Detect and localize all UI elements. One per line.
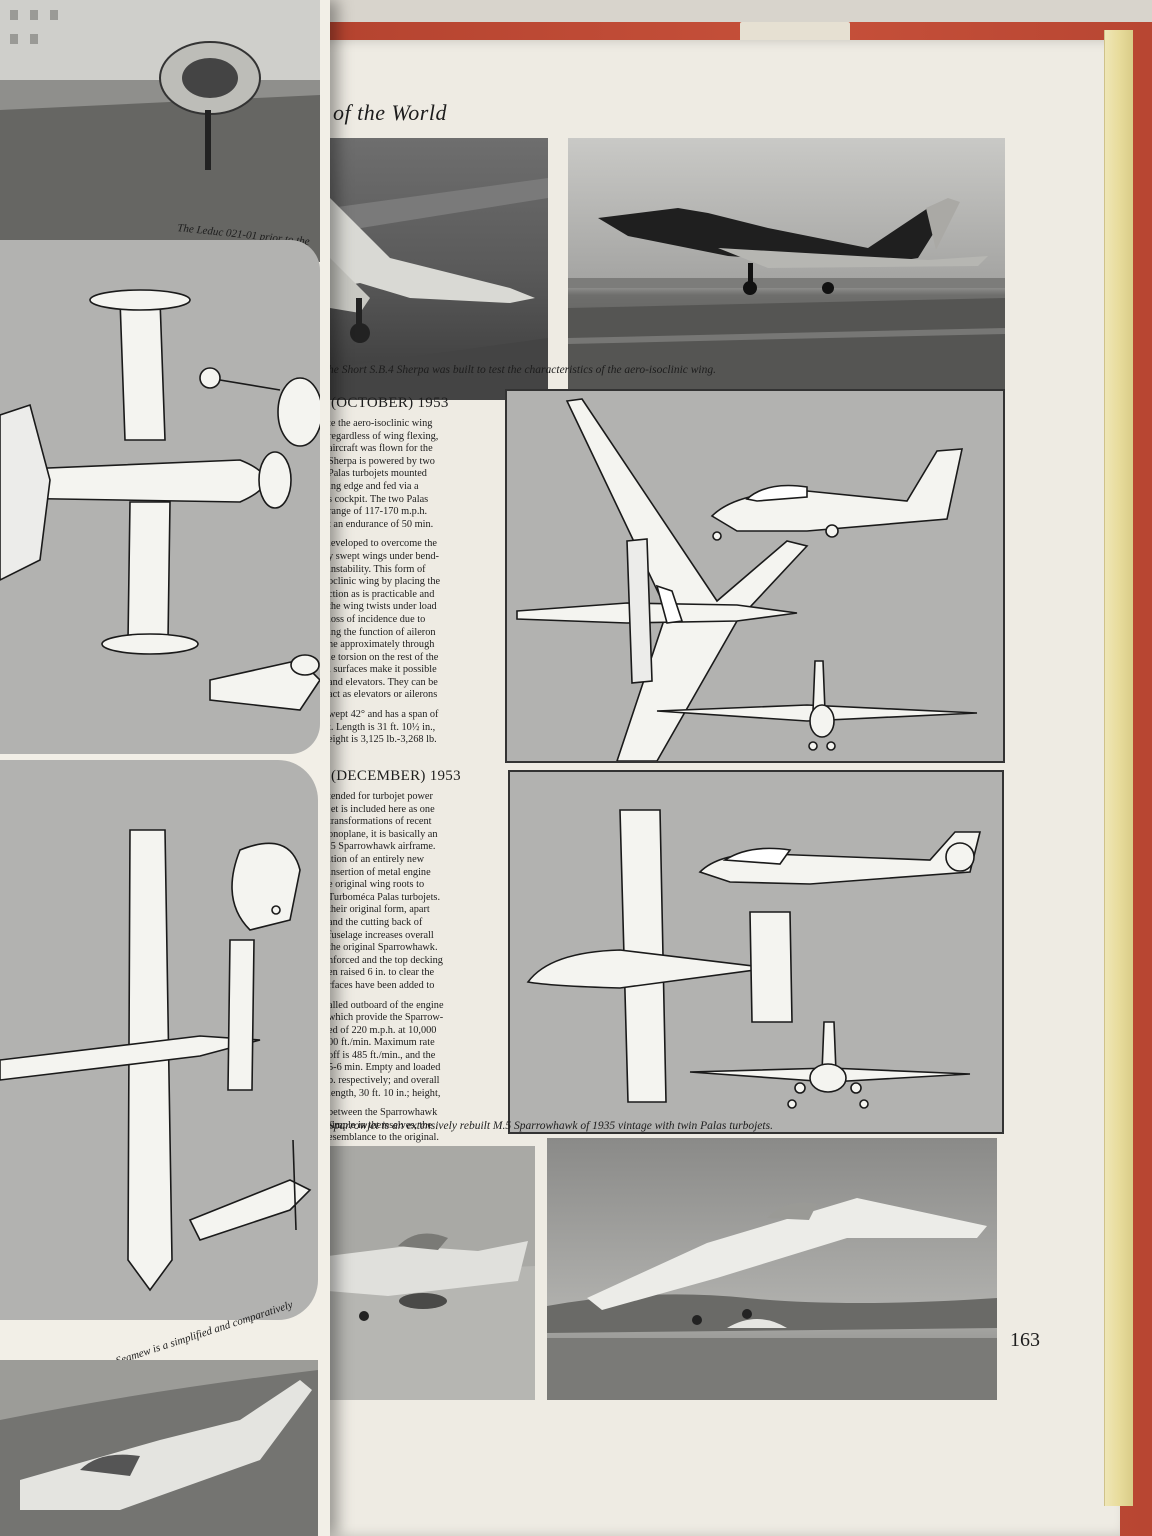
text-line: simple in themselves, the bbox=[328, 1119, 433, 1131]
page-number: 163 bbox=[1010, 1329, 1040, 1351]
text-line: off is 485 ft./min., and the bbox=[328, 1049, 436, 1061]
text-line: en raised 6 in. to clear the bbox=[328, 967, 435, 979]
text-line: ition of an entirely new bbox=[328, 853, 425, 865]
text-line: leveloped to overcome the bbox=[328, 538, 437, 550]
text-line: and elevators. They can be bbox=[328, 676, 438, 688]
text-line: tended for turbojet power bbox=[328, 791, 433, 802]
text-line: 5-6 min. Empty and loaded bbox=[328, 1062, 441, 1074]
text-line bbox=[328, 993, 490, 1000]
text-line: instability. This form of bbox=[328, 563, 426, 575]
text-line: the wing twists under load bbox=[328, 601, 437, 613]
text-line: l surfaces make it possible bbox=[328, 664, 437, 676]
text-line: act as elevators or ailerons bbox=[328, 689, 438, 701]
photo-sparrowjet-flying bbox=[328, 1146, 535, 1400]
text-line: loss of incidence due to bbox=[328, 613, 426, 625]
drawing-sherpa-three-view bbox=[505, 389, 1005, 763]
text-line bbox=[328, 702, 490, 709]
text-line: their original form, apart bbox=[328, 904, 430, 916]
text-line: ne approximately through bbox=[328, 639, 435, 651]
text-line: transformations of recent bbox=[328, 816, 432, 828]
drawing-seamew bbox=[0, 760, 318, 1320]
text-line: range of 117-170 m.p.h. bbox=[328, 506, 428, 518]
photo-sherpa-takeoff bbox=[568, 138, 1005, 400]
text-line: wept 42° and has a span of bbox=[328, 709, 439, 721]
text-line: ed of 220 m.p.h. at 10,000 bbox=[328, 1024, 437, 1036]
text-line: y swept wings under bend- bbox=[328, 550, 439, 562]
text-line: which provide the Sparrow- bbox=[328, 1012, 444, 1024]
text-line: length, 30 ft. 10 in.; height, bbox=[328, 1087, 441, 1099]
text-line: t. Length is 31 ft. 10½ in., bbox=[328, 721, 436, 733]
text-line: insertion of metal engine bbox=[328, 866, 431, 878]
text-line: e original wing roots to bbox=[328, 879, 425, 891]
caption-sherpa: he Short S.B.4 Sherpa was built to test … bbox=[328, 364, 716, 376]
text-line: b. respectively; and overall bbox=[328, 1075, 440, 1087]
text-line: rfaces have been added to bbox=[328, 979, 435, 991]
text-line: ing the function of aileron bbox=[328, 626, 436, 638]
photo-seamew bbox=[0, 1360, 318, 1536]
photo-leduc bbox=[0, 0, 320, 262]
caption-sparrowjet: Sparrowjet is an extensively rebuilt M.5… bbox=[328, 1120, 773, 1132]
photo-sparrowjet-takeoff bbox=[547, 1138, 997, 1400]
text-line: aircraft was flown for the bbox=[328, 443, 433, 455]
text-line: onoplane, it is basically an bbox=[328, 828, 438, 840]
text-line: t an endurance of 50 min. bbox=[328, 518, 434, 530]
photo-sherpa-landing bbox=[330, 138, 548, 400]
right-page: of the World bbox=[310, 40, 1120, 1536]
page-edges bbox=[1104, 30, 1133, 1506]
text-line: alled outboard of the engine bbox=[328, 999, 444, 1011]
drawing-sparrowjet-three-view bbox=[508, 770, 1004, 1134]
text-line: le torsion on the rest of the bbox=[328, 651, 439, 663]
text-line: nforced and the top decking bbox=[328, 954, 443, 966]
text-line: 00 ft./min. Maximum rate bbox=[328, 1037, 435, 1049]
text-line: Palas turbojets mounted bbox=[328, 468, 427, 480]
text-line: ing edge and fed via a bbox=[328, 480, 419, 492]
text-line bbox=[328, 531, 490, 538]
text-line: the original Sparrowhawk. bbox=[328, 942, 438, 954]
text-line: Turboméca Palas turbojets. bbox=[328, 891, 441, 903]
text-line: and the cutting back of bbox=[328, 916, 423, 928]
page-header-title: of the World bbox=[333, 100, 447, 125]
text-line: between the Sparrowhawk bbox=[328, 1107, 438, 1119]
text-line: regardless of wing flexing, bbox=[328, 430, 439, 442]
text-line: ction as is practicable and bbox=[328, 588, 435, 600]
section-heading-october: (OCTOBER) 1953 bbox=[331, 395, 449, 411]
drawing-leduc-plan bbox=[0, 240, 320, 754]
text-line: s cockpit. The two Palas bbox=[328, 493, 429, 505]
text-line: te the aero-isoclinic wing bbox=[328, 418, 433, 429]
text-line bbox=[328, 1100, 490, 1107]
left-page: The Leduc 021-01 prior to the bbox=[0, 0, 330, 1536]
text-line: Sherpa is powered by two bbox=[328, 455, 435, 467]
text-line: fuselage increases overall bbox=[328, 929, 434, 941]
text-line: jet is included here as one bbox=[328, 803, 435, 815]
section-heading-december: (DECEMBER) 1953 bbox=[331, 768, 461, 784]
text-line: eight is 3,125 lb.-3,268 lb. bbox=[328, 734, 437, 746]
text-line: esemblance to the original. bbox=[328, 1132, 439, 1144]
text-line: oclinic wing by placing the bbox=[328, 576, 441, 588]
text-line: .5 Sparrowhawk airframe. bbox=[328, 841, 436, 853]
